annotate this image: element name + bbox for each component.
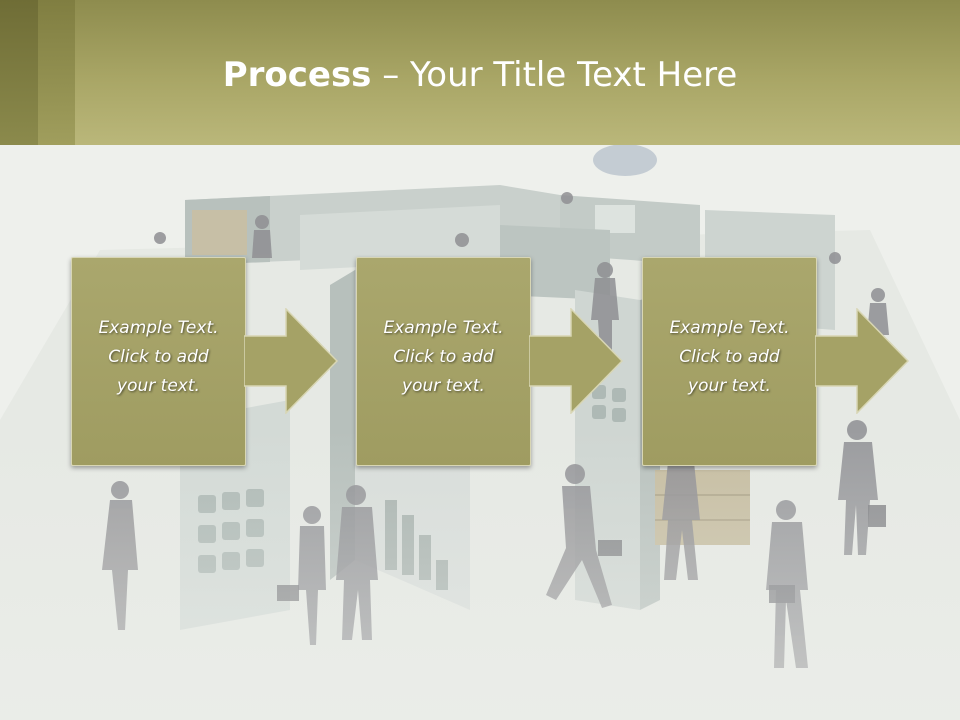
process-step-3: Example Text. Click to add your text. [642, 257, 960, 466]
step-text: Example Text. Click to add your text. [669, 318, 790, 396]
title-bold-text: Process [222, 55, 372, 95]
process-step-1: Example Text. Click to add your text. [71, 257, 418, 466]
decorative-stripe [0, 0, 38, 145]
step-text: Example Text. Click to add your text. [383, 318, 504, 396]
page-title[interactable]: Process – Your Title Text Here [0, 52, 960, 98]
title-bar: Process – Your Title Text Here [0, 0, 960, 145]
step-text-box[interactable]: Example Text. Click to add your text. [356, 257, 531, 466]
process-step-2: Example Text. Click to add your text. [356, 257, 703, 466]
step-text: Example Text. Click to add your text. [98, 318, 219, 396]
arrow-right-icon [244, 308, 339, 414]
step-text-box[interactable]: Example Text. Click to add your text. [71, 257, 246, 466]
background-fade [0, 430, 960, 720]
title-rest-text: – Your Title Text Here [371, 55, 738, 95]
decorative-stripe [38, 0, 75, 145]
arrow-right-icon [815, 308, 910, 414]
step-text-box[interactable]: Example Text. Click to add your text. [642, 257, 817, 466]
arrow-right-icon [529, 308, 624, 414]
